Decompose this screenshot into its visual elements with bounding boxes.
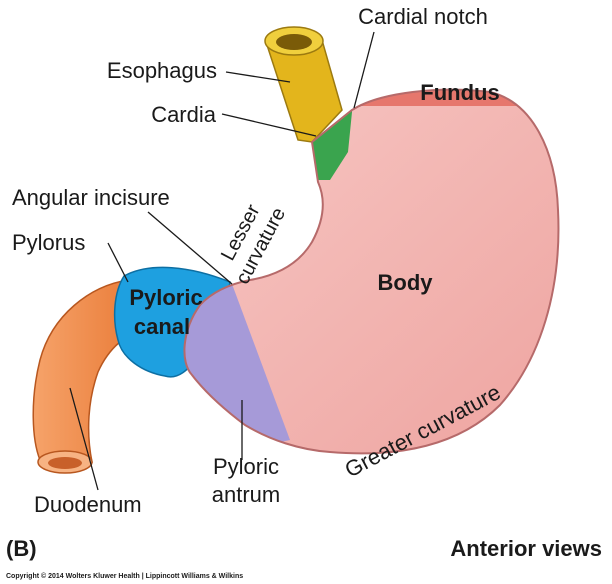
label-duodenum: Duodenum (34, 492, 142, 517)
label-pyloric-canal-line2: canal (134, 314, 190, 339)
panel-letter: (B) (6, 536, 37, 561)
duodenum-tube (32, 279, 141, 463)
body-region (184, 89, 559, 454)
leader-esophagus (225, 71, 291, 83)
label-angular-incisure: Angular incisure (12, 185, 170, 210)
label-pylorus: Pylorus (12, 230, 85, 255)
label-fundus: Fundus (420, 80, 499, 105)
stomach-regions (184, 89, 559, 454)
label-esophagus: Esophagus (107, 58, 217, 83)
duodenum-lumen (48, 457, 82, 469)
esophagus-shape (264, 26, 343, 143)
view-caption: Anterior views (450, 536, 602, 561)
leader-pylorus (107, 242, 129, 283)
leader-cardial-notch (353, 31, 375, 109)
label-pyloric-antrum-line2: antrum (212, 482, 280, 507)
label-cardial-notch: Cardial notch (358, 4, 488, 29)
copyright-notice: Copyright © 2014 Wolters Kluwer Health |… (6, 572, 243, 580)
duodenum-shape (32, 279, 141, 474)
label-body: Body (378, 270, 434, 295)
label-pyloric-antrum-line1: Pyloric (213, 454, 279, 479)
leader-duodenum (69, 387, 99, 491)
leader-cardia (221, 113, 317, 137)
label-cardia: Cardia (151, 102, 217, 127)
esophagus-lumen (276, 34, 312, 50)
label-pyloric-canal-line1: Pyloric (129, 285, 202, 310)
stomach-outline (183, 88, 560, 455)
leader-angular-incisure (147, 211, 233, 285)
leader-lines (69, 31, 375, 491)
